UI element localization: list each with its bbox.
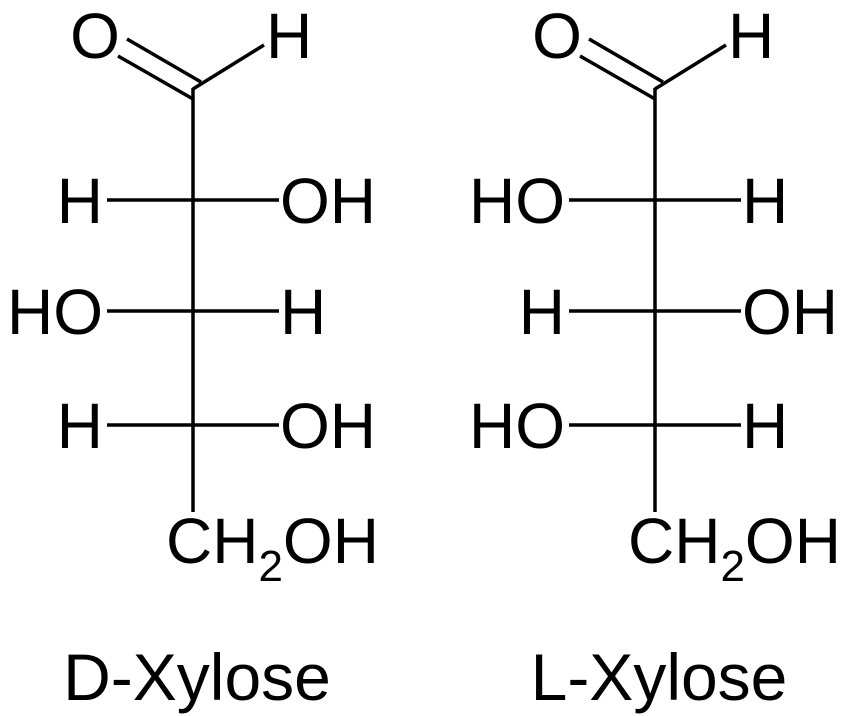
oh-text: OH	[745, 505, 841, 577]
carbonyl-oxygen: O	[70, 0, 120, 72]
right-substituent: H	[280, 276, 326, 348]
carbonyl-oxygen: O	[532, 0, 582, 72]
molecule-name: L-Xylose	[531, 640, 788, 714]
aldehyde-hydrogen: H	[266, 0, 312, 72]
oh-text: OH	[283, 505, 379, 577]
aldehyde-h-bond	[192, 43, 265, 91]
left-substituent: HO	[7, 276, 103, 348]
carbonyl-double-bond	[588, 37, 664, 84]
carbonyl-double-bond	[117, 54, 194, 101]
ch-text: CH	[628, 505, 720, 577]
subscript-2: 2	[258, 542, 282, 591]
ch2oh-group: CH2OH	[628, 505, 841, 591]
carbonyl-double-bond	[579, 54, 656, 101]
carbonyl-double-bond	[126, 37, 202, 84]
ch-text: CH	[166, 505, 258, 577]
right-substituent: OH	[280, 165, 376, 237]
left-substituent: HO	[469, 390, 565, 462]
right-substituent: OH	[280, 390, 376, 462]
right-substituent: H	[742, 390, 788, 462]
aldehyde-h-bond	[654, 43, 727, 91]
subscript-2: 2	[720, 542, 744, 591]
left-substituent: H	[57, 390, 103, 462]
left-substituent: H	[57, 165, 103, 237]
right-substituent: H	[742, 165, 788, 237]
right-substituent: OH	[742, 276, 838, 348]
ch2oh-group: CH2OH	[166, 505, 379, 591]
molecule-name: D-Xylose	[63, 640, 331, 714]
left-substituent: HO	[469, 165, 565, 237]
left-substituent: H	[519, 276, 565, 348]
aldehyde-hydrogen: H	[728, 0, 774, 72]
